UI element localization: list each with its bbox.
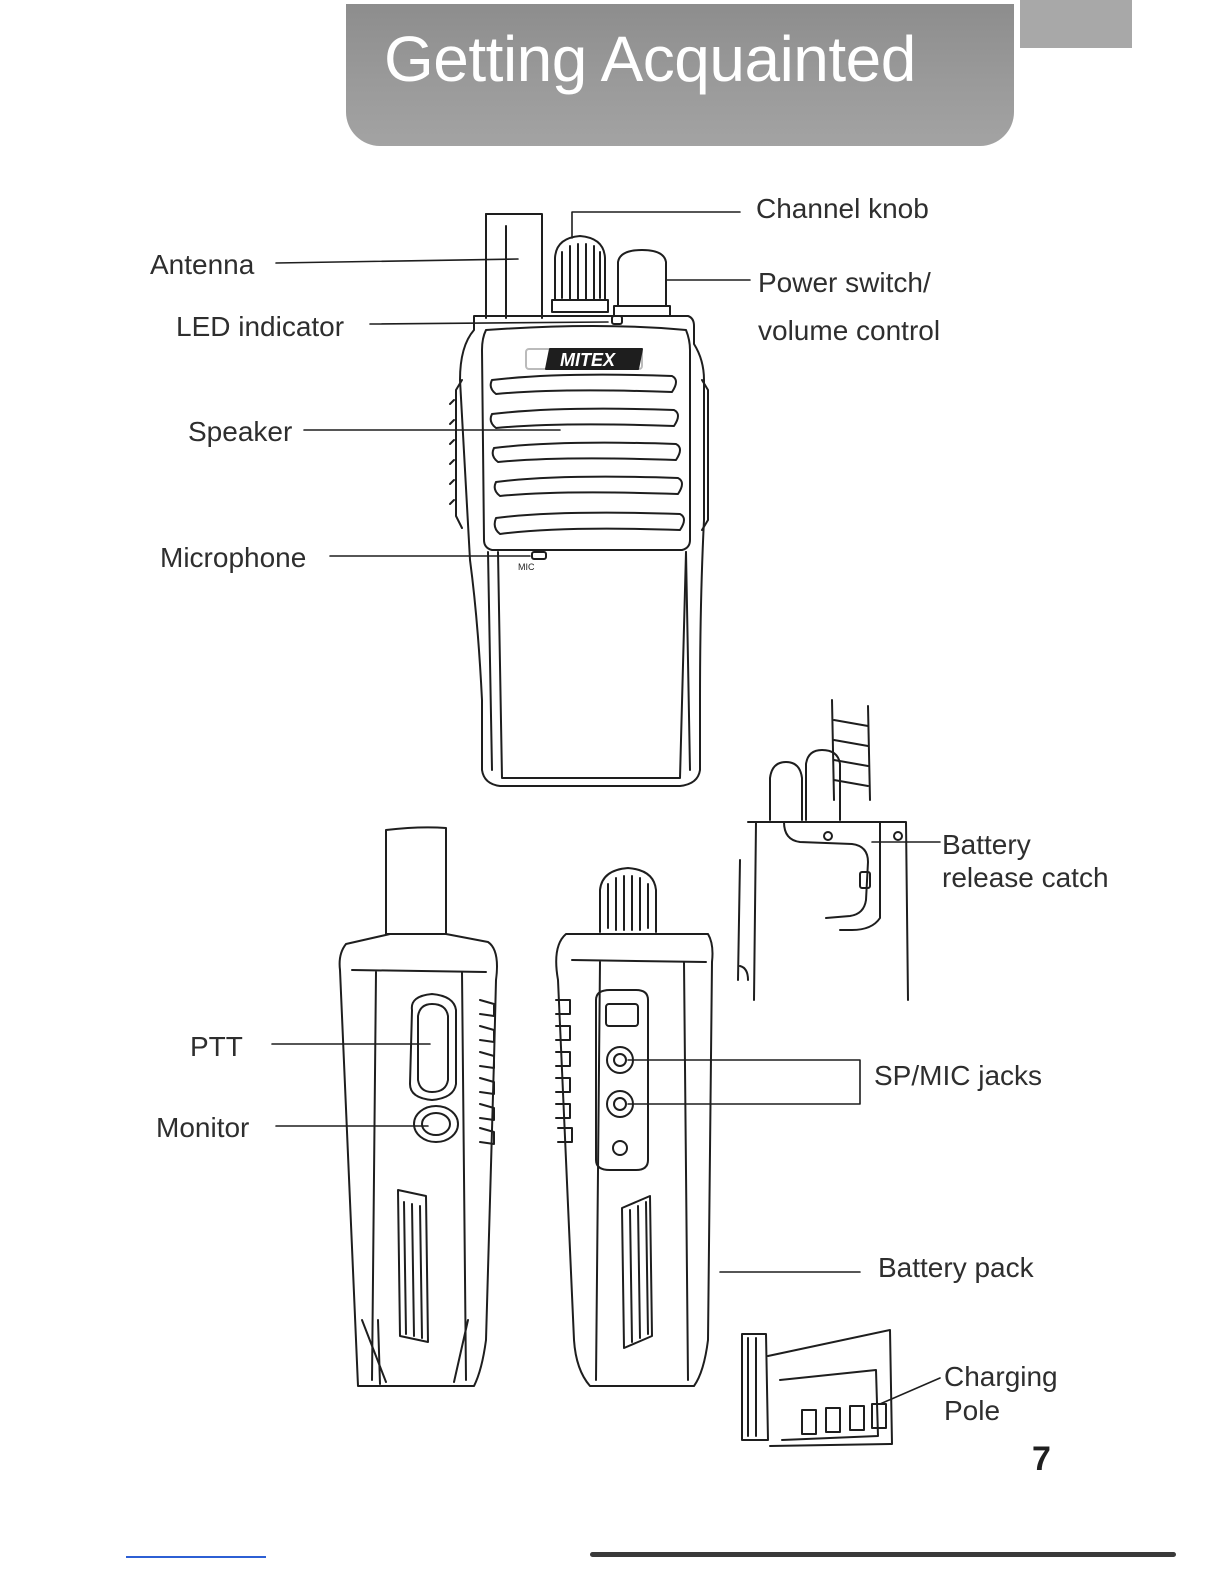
ptt-button-illustration — [410, 994, 456, 1100]
battery-pack-illustration — [742, 1330, 892, 1446]
led-indicator-illustration — [612, 316, 622, 324]
page-number: 7 — [1032, 1440, 1051, 1479]
label-charging-pole-line1: Charging — [944, 1360, 1058, 1394]
label-charging-pole-line2: Pole — [944, 1394, 1000, 1428]
label-monitor: Monitor — [156, 1111, 249, 1145]
side-knob-illustration — [600, 868, 656, 932]
sp-mic-jack-cover — [596, 990, 648, 1170]
label-power-switch-line1: Power switch/ — [758, 266, 931, 300]
antenna-illustration — [486, 214, 542, 318]
label-ptt: PTT — [190, 1030, 243, 1064]
side-vent-left — [398, 1190, 428, 1342]
brand-text: MITEX — [560, 350, 616, 370]
brand-badge: MITEX — [526, 349, 642, 370]
footer-rule — [590, 1552, 1176, 1557]
label-channel-knob: Channel knob — [756, 192, 929, 226]
charging-pole-contacts — [802, 1404, 886, 1434]
label-power-switch-line2: volume control — [758, 314, 940, 348]
label-led-indicator: LED indicator — [176, 310, 344, 344]
label-battery-release-line1: Battery — [942, 828, 1031, 862]
label-microphone: Microphone — [160, 541, 306, 575]
radio-side-view-left — [340, 827, 497, 1386]
monitor-button-illustration — [414, 1106, 458, 1142]
speaker-grille — [491, 375, 684, 534]
footer-link-underline[interactable] — [126, 1556, 266, 1558]
radio-body-front — [450, 316, 708, 786]
channel-knob-illustration — [552, 236, 608, 312]
label-battery-release-line2: release catch — [942, 861, 1109, 895]
power-knob-illustration — [614, 250, 670, 316]
label-battery-pack: Battery pack — [878, 1251, 1034, 1285]
radio-back-view — [738, 700, 908, 1000]
microphone-illustration: MIC — [518, 552, 546, 572]
label-antenna: Antenna — [150, 248, 254, 282]
radio-front-view: MITEX MIC — [450, 214, 708, 786]
label-speaker: Speaker — [188, 415, 292, 449]
label-sp-mic-jacks: SP/MIC jacks — [874, 1059, 1042, 1093]
radio-side-view-right — [556, 868, 713, 1386]
mic-mark-text: MIC — [518, 562, 535, 572]
side-vent-right — [622, 1196, 652, 1348]
